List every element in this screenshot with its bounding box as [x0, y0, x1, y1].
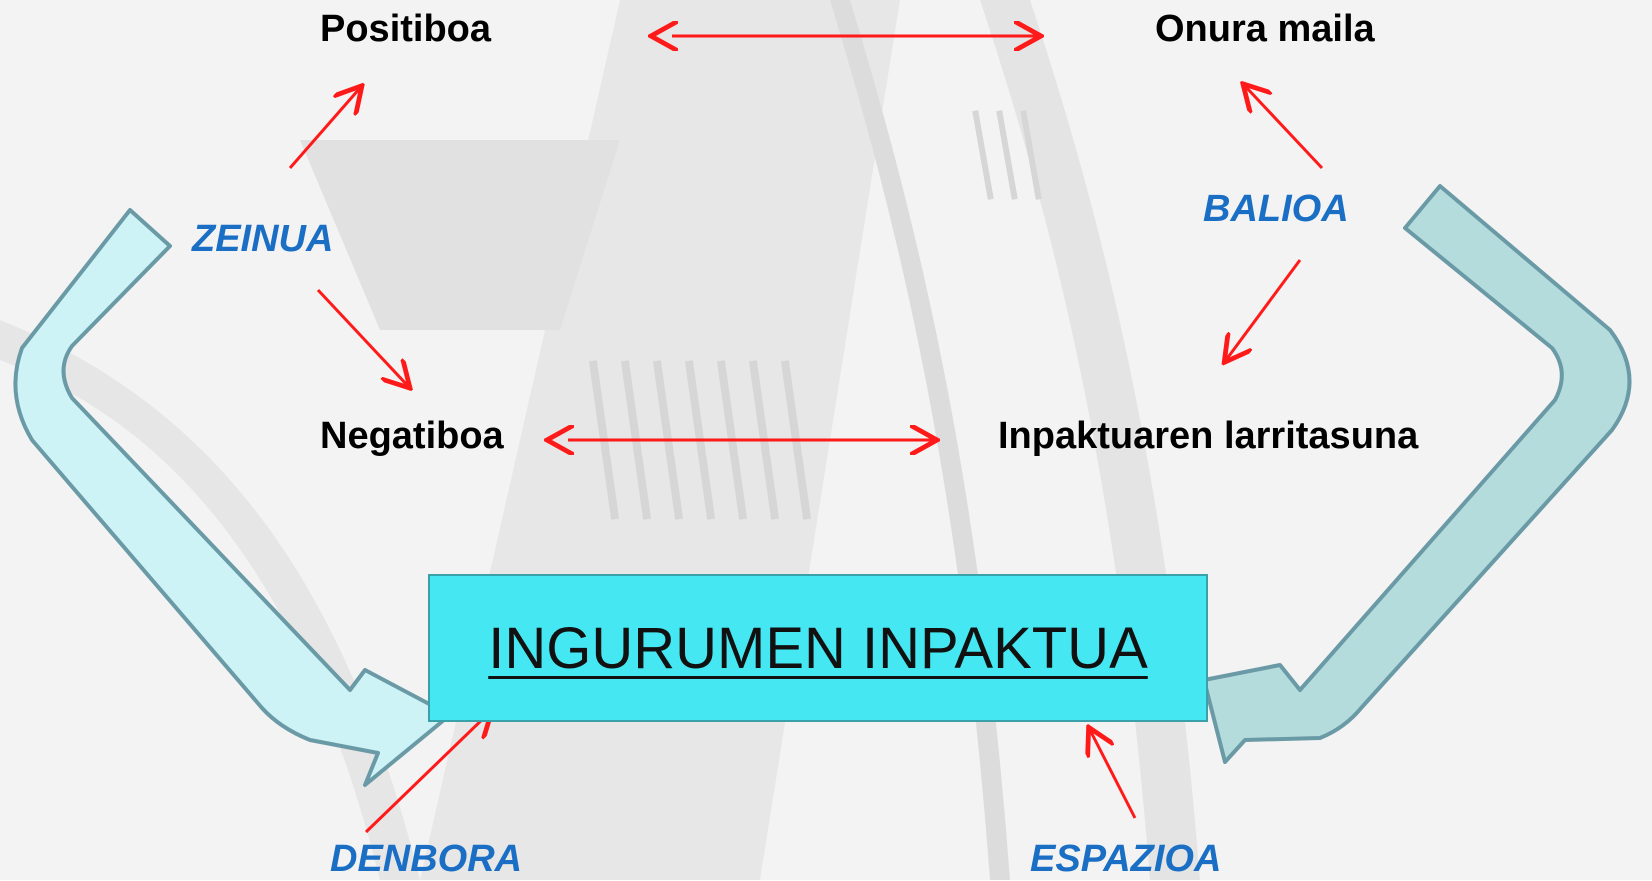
label-onura-maila: Onura maila — [1155, 8, 1375, 50]
label-denbora: DENBORA — [330, 838, 523, 880]
label-positiboa: Positiboa — [320, 8, 492, 50]
arrow-denbora-to-box — [364, 712, 490, 834]
arrow-espazioa-to-box — [1090, 730, 1137, 819]
label-zeinua: ZEINUA — [192, 218, 334, 260]
central-title: INGURUMEN INPAKTUA — [488, 615, 1148, 681]
left-curved-arrow — [13, 208, 452, 787]
label-balioa: BALIOA — [1203, 188, 1349, 230]
right-curved-arrow — [1202, 184, 1632, 764]
arrow-balioa-to-larritasuna — [1226, 259, 1302, 360]
central-box: INGURUMEN INPAKTUA — [428, 574, 1208, 722]
arrow-balioa-to-onura — [1245, 86, 1324, 170]
label-inpaktuaren-larritasuna: Inpaktuaren larritasuna — [998, 415, 1419, 457]
label-espazioa: ESPAZIOA — [1030, 838, 1222, 880]
arrow-zeinua-to-positiboa — [288, 88, 360, 169]
arrow-zeinua-to-negatiboa — [316, 288, 408, 386]
label-negatiboa: Negatiboa — [320, 415, 504, 457]
